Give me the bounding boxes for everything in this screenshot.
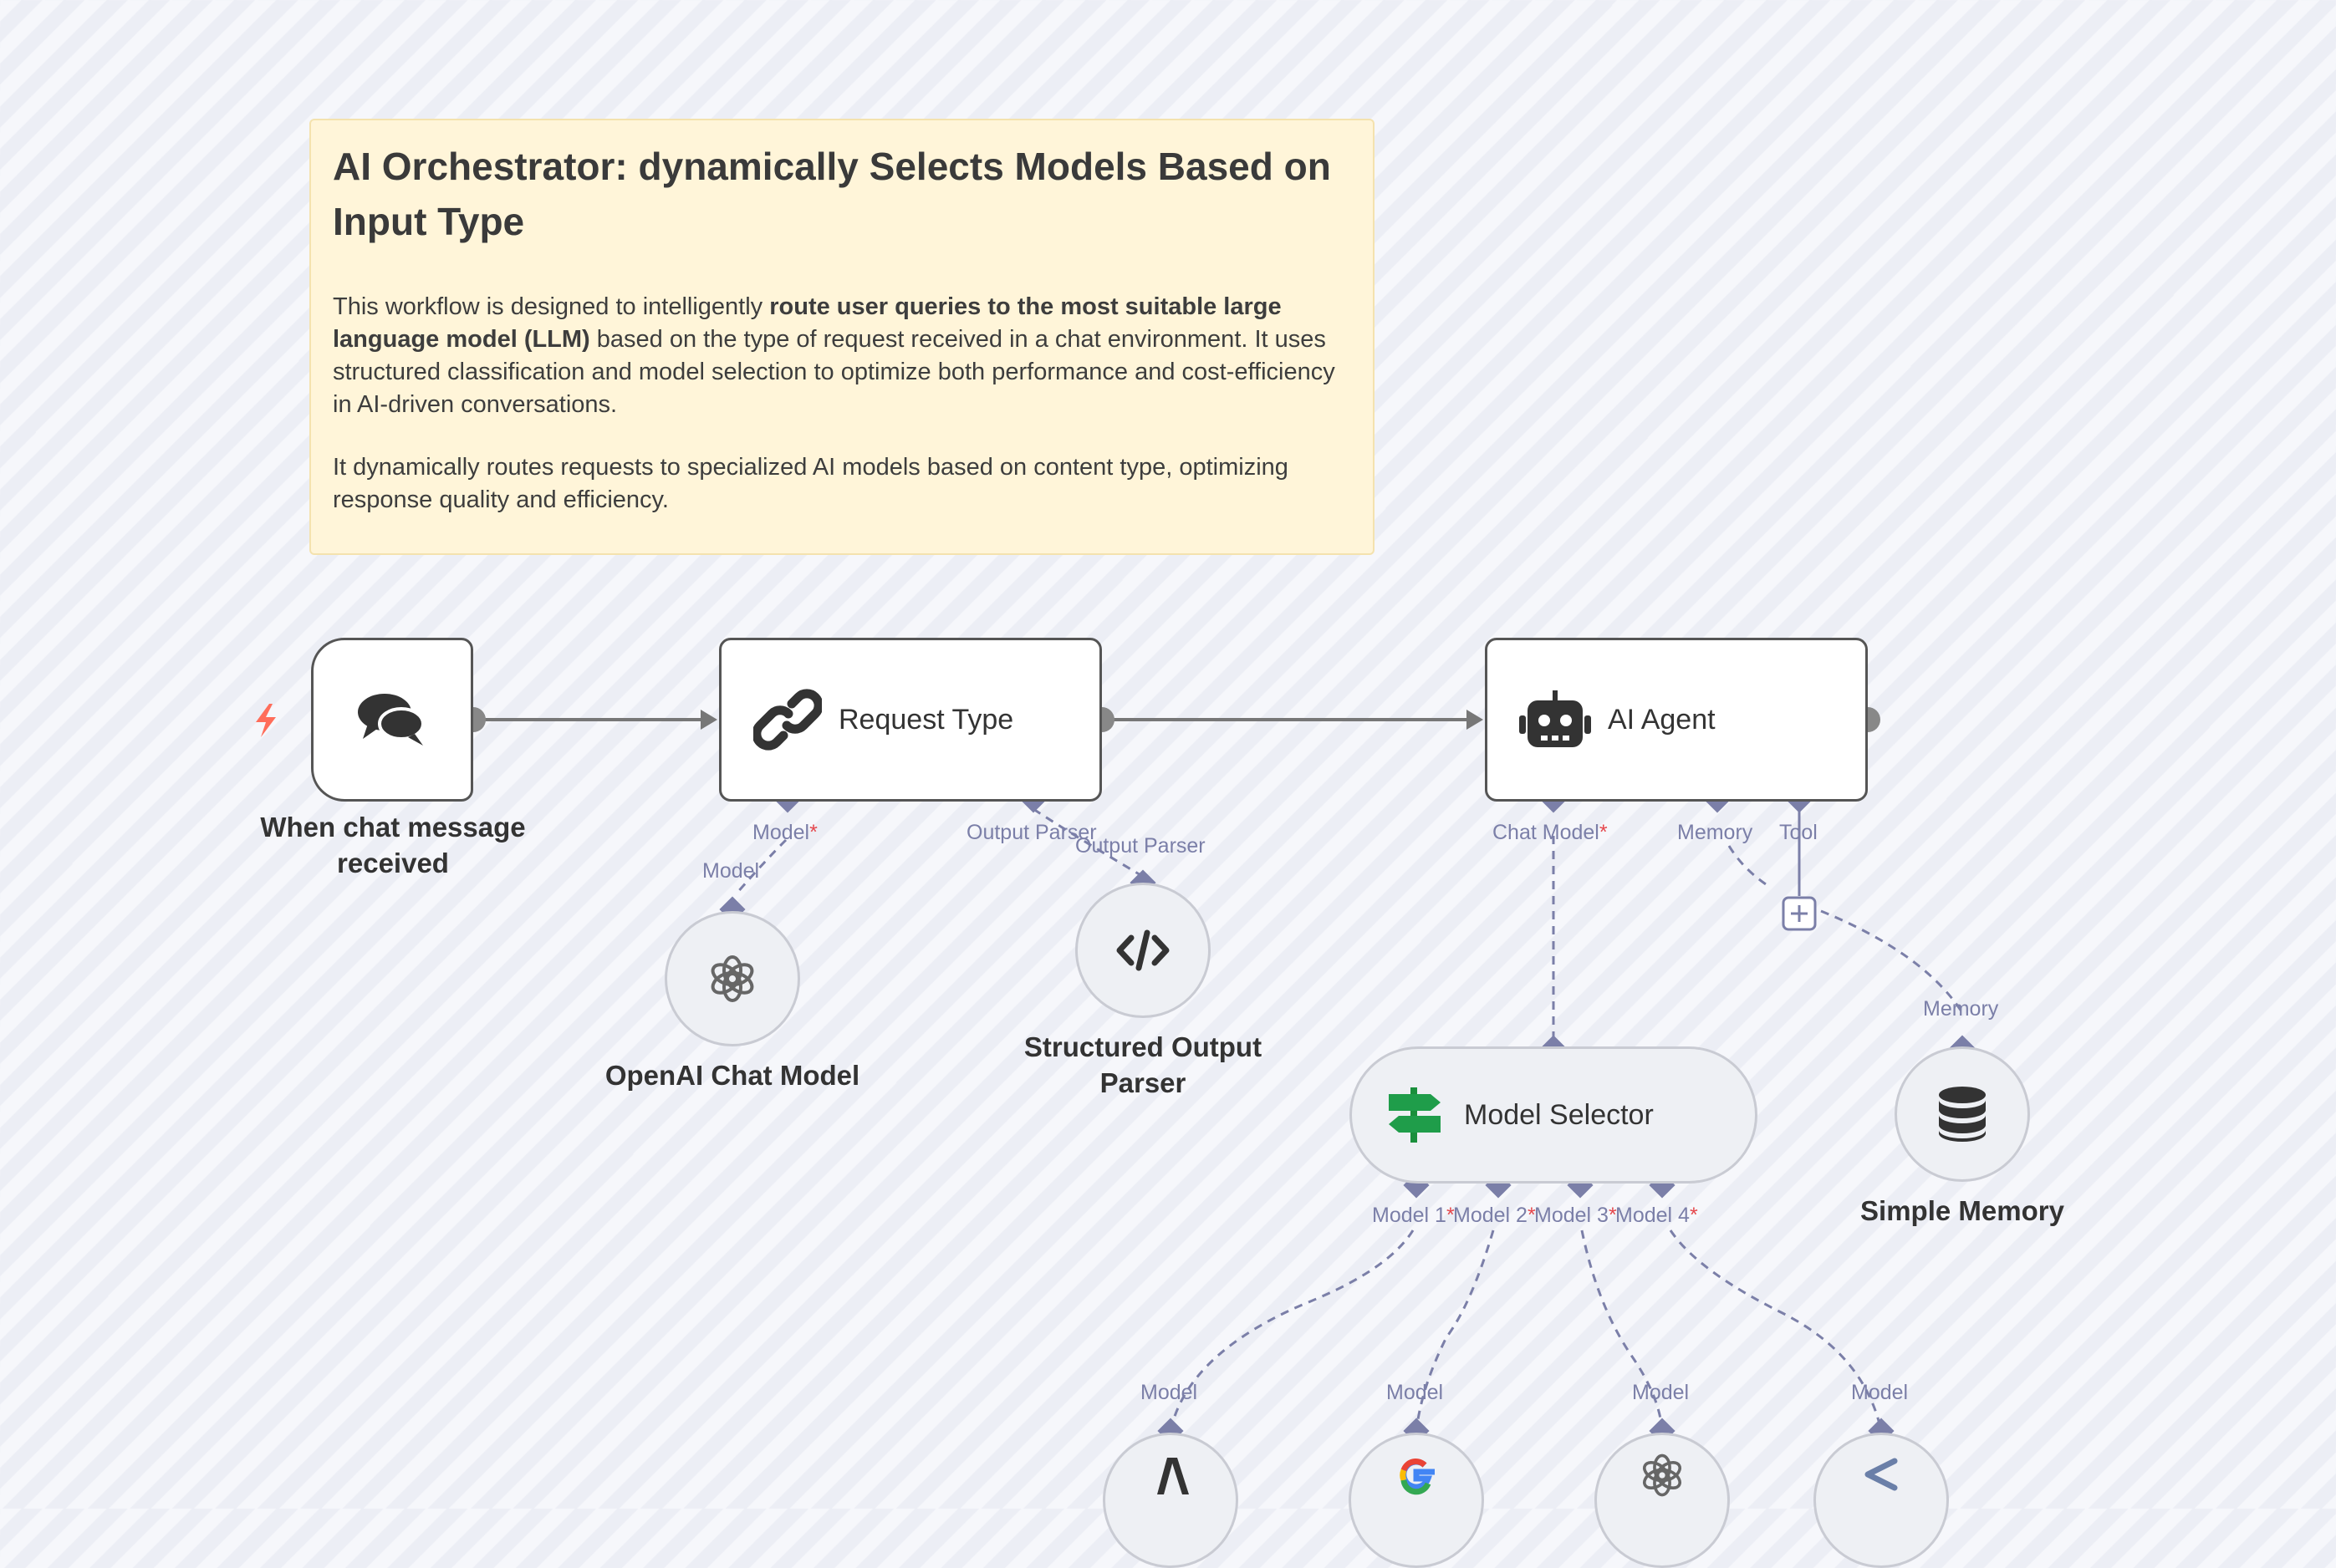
- structured-output-parser-node[interactable]: [1075, 883, 1211, 1018]
- ai-agent-node[interactable]: AI Agent: [1485, 638, 1868, 802]
- port-label-memory-input: Memory: [1923, 997, 1999, 1021]
- simple-memory-node[interactable]: [1895, 1046, 2030, 1182]
- simple-memory-caption: Simple Memory: [1860, 1195, 2064, 1226]
- arrow-head: [1466, 710, 1483, 730]
- chat-bubbles-icon: [358, 694, 425, 746]
- openai-icon: [711, 955, 754, 1002]
- openai-chat-model-node[interactable]: [665, 911, 800, 1046]
- port-label-selector-model-1: Model 1*: [1372, 1204, 1455, 1227]
- sticky-text-start: This workflow is designed to intelligent…: [333, 293, 770, 320]
- fourth-model-node[interactable]: [1813, 1433, 1949, 1568]
- request-type-label: Request Type: [839, 703, 1014, 736]
- port-label-bottom-model-4: Model: [1851, 1381, 1909, 1404]
- port-label-bottom-model-3: Model: [1632, 1381, 1690, 1404]
- robot-icon: [1519, 690, 1591, 747]
- model-selector-label: Model Selector: [1464, 1098, 1654, 1131]
- port-label-parser-output: Output Parser: [1075, 834, 1206, 858]
- port-label-selector-model-2: Model 2*: [1453, 1204, 1536, 1227]
- sticky-note-paragraph-1: This workflow is designed to intelligent…: [333, 291, 1351, 421]
- sticky-text-end: based on the type of request received in…: [333, 326, 1335, 418]
- code-icon: [1116, 929, 1170, 971]
- link-icon: [753, 689, 822, 751]
- openai-icon: [1642, 1453, 1682, 1497]
- port-label-agent-chat-model: Chat Model*: [1492, 821, 1608, 844]
- sticky-note[interactable]: AI Orchestrator: dynamically Selects Mod…: [309, 119, 1375, 555]
- port-label-selector-model-3: Model 3*: [1534, 1204, 1617, 1227]
- openai-model-node[interactable]: [1594, 1433, 1730, 1568]
- google-icon: [1400, 1459, 1435, 1495]
- model-selector-node[interactable]: Model Selector: [1349, 1046, 1757, 1184]
- ai-agent-label: AI Agent: [1608, 703, 1716, 736]
- openai-chat-model-caption: OpenAI Chat Model: [604, 1060, 860, 1091]
- port-label-bottom-model-1: Model: [1140, 1381, 1198, 1404]
- sticky-text-bold: route user queries to the most suitable …: [333, 293, 1282, 353]
- chat-trigger-node[interactable]: [311, 638, 473, 802]
- structured-output-parser-caption: Structured Output Parser: [1023, 1031, 1262, 1098]
- anthropic-icon: [1157, 1458, 1189, 1494]
- signpost-icon: [1389, 1087, 1441, 1143]
- request-type-node[interactable]: Request Type: [719, 638, 1102, 802]
- google-model-node[interactable]: [1349, 1433, 1484, 1568]
- share-arrow-icon: [1864, 1458, 1898, 1491]
- sticky-note-paragraph-2: It dynamically routes requests to specia…: [333, 454, 1288, 513]
- port-label-selector-model-4: Model 4*: [1615, 1204, 1698, 1227]
- add-tool-button[interactable]: [1782, 896, 1817, 931]
- port-label-request-output-parser: Output Parser: [967, 821, 1097, 844]
- port-label-request-model: Model*: [752, 821, 818, 844]
- chat-trigger-caption: When chat message received: [260, 812, 526, 878]
- port-label-bottom-model-2: Model: [1386, 1381, 1444, 1404]
- database-icon: [1939, 1087, 1986, 1142]
- port-label-agent-tool: Tool: [1779, 821, 1818, 844]
- anthropic-model-node[interactable]: [1103, 1433, 1238, 1568]
- trigger-bolt-icon: [256, 704, 276, 737]
- arrow-head: [701, 710, 717, 730]
- port-label-openai-model: Model: [702, 859, 760, 883]
- sticky-note-title: AI Orchestrator: dynamically Selects Mod…: [333, 145, 1331, 243]
- port-label-agent-memory: Memory: [1677, 821, 1753, 844]
